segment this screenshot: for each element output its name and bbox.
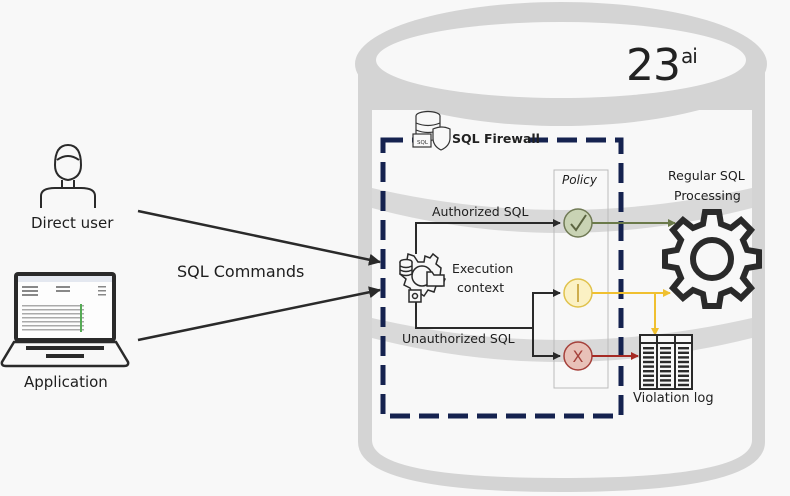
log-row-bar xyxy=(660,379,671,382)
violation-log-label: Violation log xyxy=(633,391,714,406)
execution-context-icon xyxy=(399,252,446,303)
log-row-bar xyxy=(660,370,671,373)
log-row-bar xyxy=(678,351,689,354)
log-row-bar xyxy=(643,374,654,377)
log-row-bar xyxy=(660,347,671,350)
policy-allow-icon xyxy=(563,208,593,238)
user-command-arrow xyxy=(137,209,381,266)
version-label: 23ai xyxy=(626,44,698,88)
log-row-bar xyxy=(660,365,671,368)
log-row-bar xyxy=(678,360,689,364)
log-row-bar xyxy=(660,360,671,364)
policy-warn-icon xyxy=(563,278,593,308)
log-row-bar xyxy=(678,370,689,373)
sql-mini-label: SQL xyxy=(417,140,429,146)
log-row-bar xyxy=(643,383,654,387)
log-row-bar xyxy=(660,374,671,377)
log-row-bar xyxy=(643,379,654,382)
firewall-icon xyxy=(412,110,451,151)
direct-user-label: Direct user xyxy=(31,214,114,232)
log-row-bar xyxy=(643,370,654,373)
log-row-bar xyxy=(678,365,689,368)
regular-processing-label-line2: Processing xyxy=(674,188,741,203)
execution-context-label-line1: Execution xyxy=(452,261,514,276)
application-label: Application xyxy=(24,373,108,391)
firewall-title-gap xyxy=(430,128,518,150)
svg-text:X: X xyxy=(573,347,584,366)
log-row-bar xyxy=(678,374,689,377)
log-row-bar xyxy=(678,356,689,359)
authorized-flow xyxy=(415,219,561,254)
version-superscript: ai xyxy=(681,44,698,68)
unauthorized-sql-label: Unauthorized SQL xyxy=(402,331,515,346)
application-laptop-icon xyxy=(0,272,130,368)
log-row-bar xyxy=(643,356,654,359)
sql-commands-label: SQL Commands xyxy=(177,262,305,281)
version-main: 23 xyxy=(626,40,681,91)
log-row-bar xyxy=(643,365,654,368)
log-row-bar xyxy=(643,360,654,364)
log-row-bar xyxy=(678,347,689,350)
log-row-bar xyxy=(643,351,654,354)
unauthorized-flow xyxy=(415,289,561,360)
authorized-sql-label: Authorized SQL xyxy=(432,204,529,219)
regular-processing-gear-icon xyxy=(662,209,762,309)
firewall-title: SQL Firewall xyxy=(452,131,540,146)
direct-user-icon xyxy=(40,143,96,208)
log-row-bar xyxy=(660,351,671,354)
log-row-bar xyxy=(678,383,689,387)
app-command-arrow xyxy=(137,286,381,342)
violation-log-icon xyxy=(639,334,693,390)
policy-block-icon: X xyxy=(563,341,593,371)
execution-context-label-line2: context xyxy=(457,280,505,295)
log-row-bar xyxy=(678,379,689,382)
policy-label: Policy xyxy=(562,173,597,187)
log-row-bar xyxy=(660,356,671,359)
regular-processing-label-line1: Regular SQL xyxy=(668,168,745,183)
log-row-bar xyxy=(643,347,654,350)
policy-box xyxy=(553,169,609,389)
log-row-bar xyxy=(660,383,671,387)
